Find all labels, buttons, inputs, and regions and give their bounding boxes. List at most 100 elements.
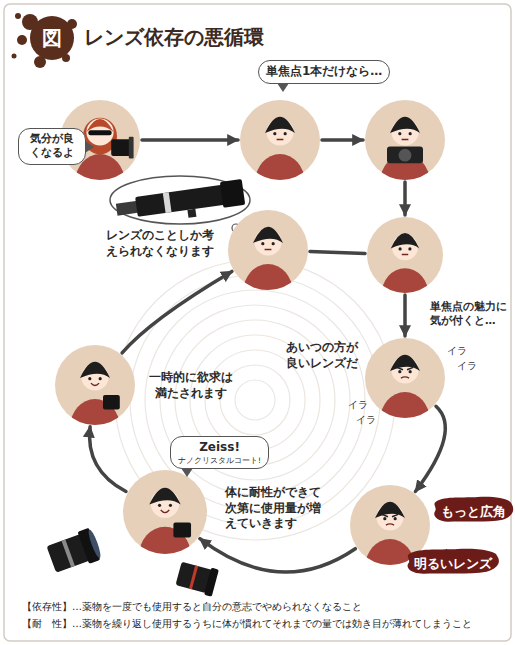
eye <box>383 517 386 520</box>
flow-arrow <box>90 427 126 492</box>
hair <box>253 227 283 243</box>
held-lens <box>103 395 120 409</box>
stage-circle: Zeiss!ナノクリスタルコート! <box>123 470 207 554</box>
mouth <box>401 377 409 378</box>
eye <box>398 370 401 373</box>
eye <box>169 504 172 507</box>
node-text: 一時的に欲求は満たされます <box>148 370 234 401</box>
sunglasses <box>88 130 111 135</box>
footnote: 【依存性】…薬物を一度でも使用すると自分の意志でやめられなくなること <box>22 600 362 613</box>
brows <box>382 514 398 516</box>
person-figure <box>380 117 430 210</box>
person-figure <box>243 227 293 320</box>
speech-bubble: Zeiss!ナノクリスタルコート! <box>170 436 269 469</box>
blob-fill <box>408 549 499 574</box>
edge-label: 単焦点の魅力に気が付くと… <box>430 300 508 327</box>
person-figure <box>139 488 191 586</box>
eye <box>261 242 264 245</box>
shirt <box>255 154 305 210</box>
speech-bubble: 単焦点1本だけなら… <box>258 60 390 84</box>
circle-shape <box>365 338 445 418</box>
mouth <box>402 254 408 255</box>
flow-arrow <box>122 271 232 353</box>
node-text: あいつの方が良いレンズだ <box>285 340 359 371</box>
caption-box: レンズのことしか考えられなくなります <box>105 228 215 259</box>
node-text: 気分が良くなるよ <box>26 132 78 161</box>
edge-label: 体に耐性ができて次第に使用量が増えていきます <box>225 485 325 532</box>
caption-box: 一時的に欲求は満たされます <box>148 370 234 401</box>
flow-arrow <box>415 406 445 491</box>
blob-text: 明るいレンズ <box>414 556 492 573</box>
irritation-mark: イラ <box>447 344 467 357</box>
held-lens <box>173 523 191 538</box>
circle-shape <box>240 100 320 180</box>
node-text: Zeiss! <box>178 440 261 456</box>
footnote: 【耐 性】…薬物を繰り返し使用するうちに体が慣れてそれまでの量では効き目が薄れて… <box>22 617 472 630</box>
eye <box>88 377 91 380</box>
eye <box>408 247 411 250</box>
eye <box>409 370 412 373</box>
hair <box>390 117 420 133</box>
mouth <box>402 139 409 140</box>
frame <box>4 4 511 641</box>
node-text: レンズのことしか考えられなくなります <box>105 228 215 259</box>
person-figure <box>380 355 430 448</box>
telephoto-lens <box>115 179 246 228</box>
paint-splash <box>12 13 78 68</box>
person-figure <box>381 233 428 321</box>
flow-arrow <box>310 252 365 254</box>
eye <box>284 132 287 135</box>
shirt <box>75 154 125 210</box>
flow-arrow <box>403 295 407 336</box>
irritation-mark: イラ <box>348 398 368 411</box>
hair <box>86 119 113 132</box>
speech-bubble: 気分が良くなるよ <box>18 128 86 165</box>
person-figure <box>70 362 120 455</box>
blob-text: もっと広角 <box>441 504 506 521</box>
eye <box>398 247 401 250</box>
hair <box>390 355 420 371</box>
mouth <box>277 139 284 140</box>
stage-circle: 一時的に欲求は満たされます <box>55 345 135 425</box>
lens-right <box>175 560 219 597</box>
stage-circle <box>365 100 445 180</box>
irritation-mark: イラ <box>356 413 376 426</box>
eye <box>409 132 412 135</box>
eye <box>398 132 401 135</box>
hair <box>391 233 419 248</box>
hair <box>149 488 180 505</box>
node-text: 単焦点1本だけなら… <box>266 64 382 80</box>
circle-shape <box>367 217 443 293</box>
shirt <box>381 268 428 321</box>
mouth <box>265 249 272 250</box>
camera-body <box>387 146 423 163</box>
stage-circle <box>367 217 443 293</box>
hair <box>265 117 295 133</box>
circle-shape <box>123 470 207 554</box>
person-figure <box>365 502 415 595</box>
circle-shape <box>365 100 445 180</box>
concentric-rings <box>115 260 395 540</box>
circle-shape <box>55 345 135 425</box>
flow-arrow <box>322 138 363 142</box>
person-figure <box>75 118 133 210</box>
eye <box>273 132 276 135</box>
shirt <box>365 539 415 595</box>
flow-arrow <box>142 138 238 142</box>
stage-circle: 単焦点1本だけなら… <box>240 100 320 180</box>
circle-shape <box>228 210 308 290</box>
hair <box>80 362 110 378</box>
eye <box>99 377 102 380</box>
figure-badge: 図 <box>32 25 72 51</box>
mouth <box>386 524 394 525</box>
blob-fill <box>434 497 513 522</box>
held-lens <box>111 139 131 156</box>
speech-blob: 明るいレンズ <box>405 548 501 575</box>
speech-blob: もっと広角 <box>432 496 515 523</box>
stage-circle: レンズのことしか考えられなくなります <box>228 210 308 290</box>
stage-circle: 気分が良くなるよ <box>60 100 140 180</box>
hair <box>375 502 405 518</box>
shirt <box>380 392 430 448</box>
